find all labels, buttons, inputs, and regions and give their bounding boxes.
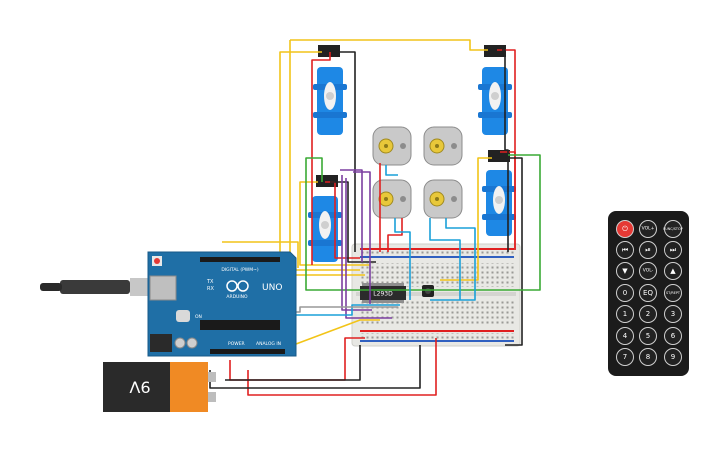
battery-9v: 9V	[103, 362, 216, 412]
power-button[interactable]: ⏻	[616, 220, 634, 238]
down-button[interactable]: ▼	[616, 262, 634, 280]
rx-label: RX	[207, 286, 214, 292]
chip-label: L293D	[373, 291, 393, 298]
servo-1	[313, 45, 347, 135]
on-label: ON	[195, 314, 202, 320]
vol-up-button[interactable]: VOL+	[639, 220, 657, 238]
st-rept-button[interactable]: ST/REPT	[664, 284, 682, 302]
digit-7-button[interactable]: 7	[616, 348, 634, 366]
up-button[interactable]: ▲	[664, 262, 682, 280]
power-header-label: POWER	[228, 341, 245, 347]
motor-driver-chip: L293D	[360, 283, 406, 303]
tx-label: TX	[206, 279, 214, 285]
digit-1-button[interactable]: 1	[616, 305, 634, 323]
arduino-uno: DIGITAL (PWM~) TX RX ARDUINO UNO ON POWE…	[40, 251, 297, 357]
digit-5-button[interactable]: 5	[639, 327, 657, 345]
analog-header-label: ANALOG IN	[256, 341, 281, 347]
digit-9-button[interactable]: 9	[664, 348, 682, 366]
digit-3-button[interactable]: 3	[664, 305, 682, 323]
rewind-button[interactable]: ⏮	[616, 241, 634, 259]
dc-motor-4	[423, 179, 463, 219]
digit-2-button[interactable]: 2	[639, 305, 657, 323]
ir-receiver	[422, 285, 434, 297]
servo-4	[482, 150, 516, 236]
dc-motor-2	[423, 126, 463, 166]
digit-4-button[interactable]: 4	[616, 327, 634, 345]
servo-3	[308, 175, 342, 262]
eq-button[interactable]: EQ	[639, 284, 657, 302]
battery-label: 9V	[129, 378, 150, 397]
fast-forward-button[interactable]: ⏭	[664, 241, 682, 259]
dc-motor-1	[372, 126, 412, 166]
usb-cable	[60, 280, 130, 294]
digital-header-label: DIGITAL (PWM~)	[221, 267, 259, 273]
dc-motor-3	[372, 179, 412, 219]
vol-down-button[interactable]: VOL-	[639, 262, 657, 280]
digit-8-button[interactable]: 8	[639, 348, 657, 366]
brand-label: ARDUINO	[226, 294, 248, 300]
atmega-chip	[200, 320, 280, 330]
digit-0-button[interactable]: 0	[616, 284, 634, 302]
arduino-logo	[226, 280, 249, 292]
wires	[209, 39, 541, 396]
model-label: UNO	[262, 283, 282, 293]
play-pause-button[interactable]: ⏯	[639, 241, 657, 259]
digit-6-button[interactable]: 6	[664, 327, 682, 345]
servo-2	[478, 45, 512, 135]
